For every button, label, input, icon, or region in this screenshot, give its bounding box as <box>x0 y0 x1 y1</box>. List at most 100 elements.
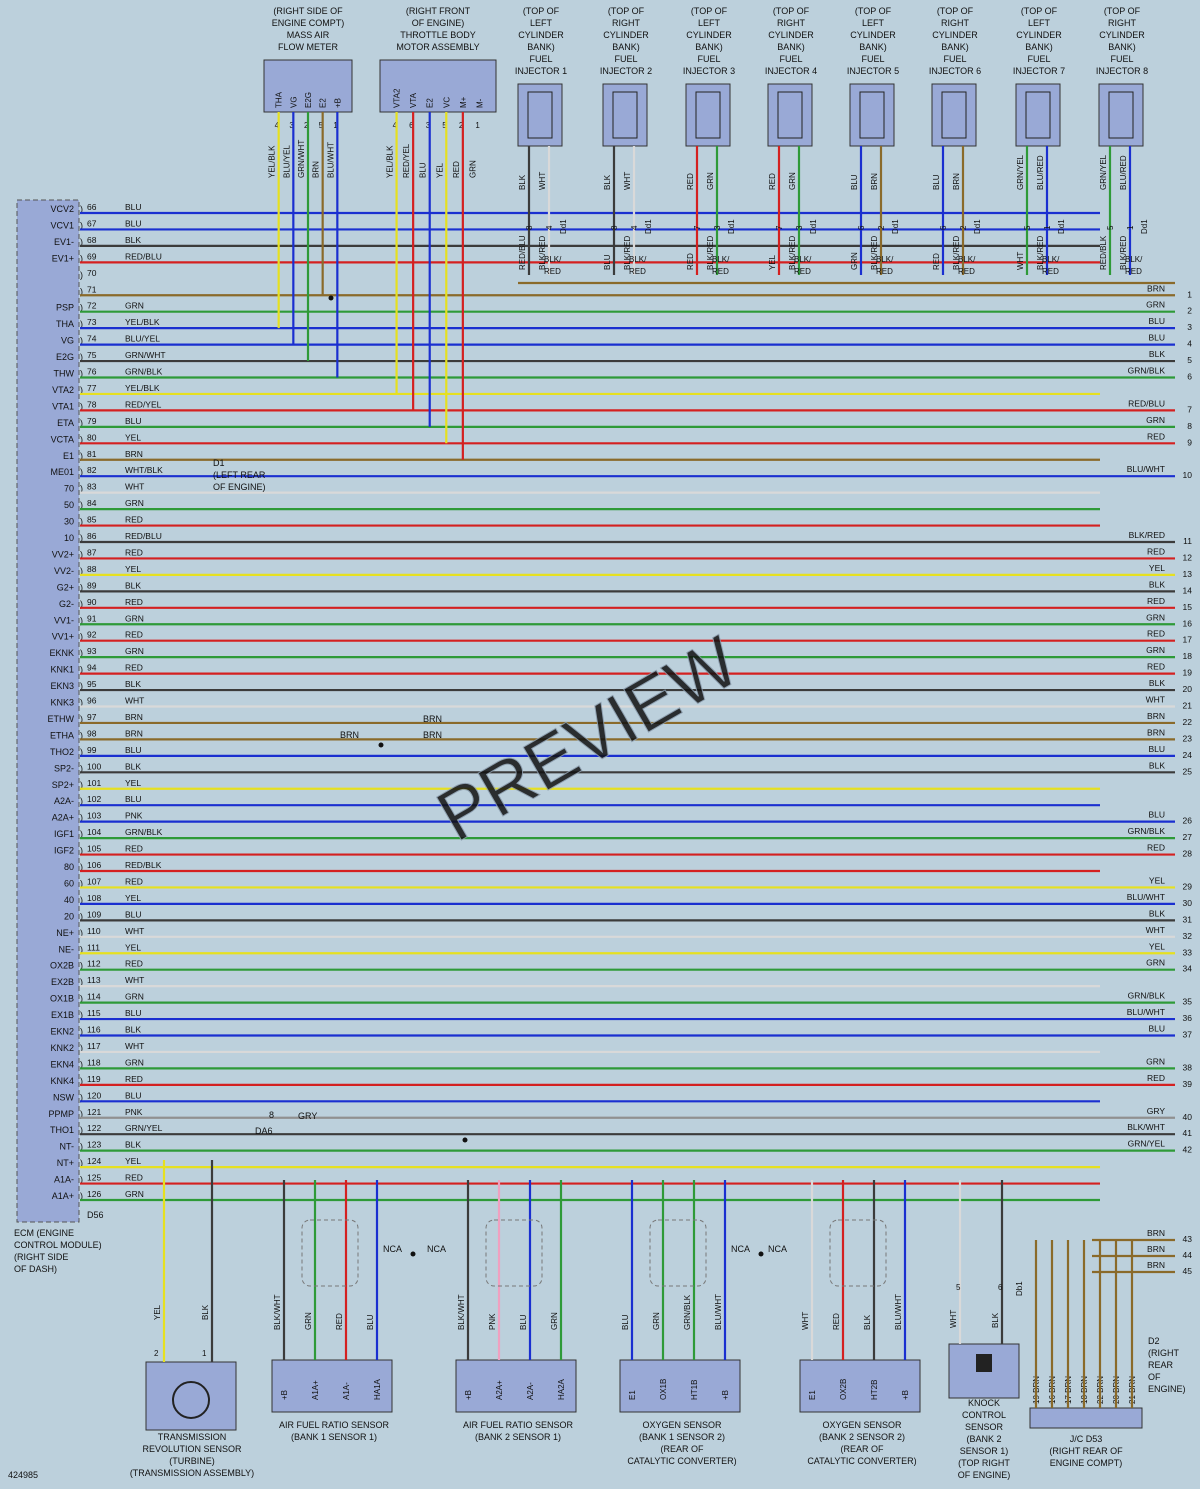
ecm-pin-number: 108 <box>87 893 101 903</box>
component-title: OXYGEN SENSOR <box>642 1420 722 1430</box>
injector-pin-number: 2 <box>877 225 886 230</box>
injector-title: FUEL <box>529 54 552 64</box>
component-title: OXYGEN SENSOR <box>822 1420 902 1430</box>
sensor-wire-label: BLU <box>519 1314 528 1330</box>
ecm-pin-number: 116 <box>87 1025 101 1035</box>
d2-label: REAR <box>1148 1360 1174 1370</box>
sensor-pin-number: 5 <box>956 1283 961 1292</box>
ecm-pin-name: THO2 <box>50 747 74 757</box>
injector-title: BANK) <box>1108 42 1136 52</box>
component-pin-name: M- <box>475 98 484 108</box>
ecm-wire-label: BRN <box>125 728 143 738</box>
ecm-wire-label: YEL <box>125 778 141 788</box>
right-terminal-number: 28 <box>1183 849 1193 859</box>
d1-label: (LEFT REAR <box>213 470 266 480</box>
ecm-pin-name: NSW <box>53 1092 75 1102</box>
sensor-wire-label: BLU/WHT <box>714 1294 723 1330</box>
ecm-wire-label: RED <box>125 1173 143 1183</box>
injector-title: RIGHT <box>777 18 806 28</box>
ecm-pin-number: 77 <box>87 383 97 393</box>
knock-element-icon <box>976 1354 992 1372</box>
ecm-wire-label: BRN <box>125 449 143 459</box>
sensor-pin-name: A2A+ <box>495 1380 504 1400</box>
ecm-pin-bracket: ) <box>80 928 83 938</box>
sensor-pin-name: A1A- <box>342 1382 351 1400</box>
injector-connector-label: Dd1 <box>809 219 818 234</box>
ecm-wire-label: BLK <box>125 1140 141 1150</box>
injector-title: FUEL <box>614 54 637 64</box>
ecm-wire-label: BLU <box>125 202 142 212</box>
injector-pin-number: 1 <box>1126 225 1135 230</box>
ecm-pin-name: NE- <box>59 944 75 954</box>
sensor-wire-label: RED <box>832 1313 841 1330</box>
injector-wire-label: RED <box>932 253 941 270</box>
ecm-wire-label: YEL <box>125 564 141 574</box>
sensor-pin-name: HT1B <box>690 1380 699 1400</box>
component-title: ENGINE COMPT) <box>1050 1458 1123 1468</box>
ecm-pin-name: NE+ <box>56 928 74 938</box>
ecm-pin-number: 122 <box>87 1123 101 1133</box>
ecm-wire-label: WHT/BLK <box>125 465 163 475</box>
right-wire-label: BLK <box>1149 678 1165 688</box>
injector-pin-number: 1 <box>1043 225 1052 230</box>
ecm-pin-bracket: ) <box>80 220 83 230</box>
ecm-pin-number: 114 <box>87 992 101 1002</box>
sensor-pin-name: OX2B <box>839 1379 848 1400</box>
component-pin-name: E2 <box>426 98 435 108</box>
injector-title: INJECTOR 7 <box>1013 66 1065 76</box>
component-wire-label: BLU/WHT <box>326 142 335 178</box>
ecm-wire-label: RED/BLK <box>125 860 162 870</box>
ecm-pin-bracket: ) <box>80 451 83 461</box>
right-wire-label: GRN <box>1146 958 1165 968</box>
ecm-pin-bracket: ) <box>80 303 83 313</box>
injector-coil-icon <box>777 91 803 139</box>
ecm-pin-name: ETHW <box>48 714 75 724</box>
right-terminal-number: 22 <box>1183 717 1193 727</box>
ecm-box <box>16 199 80 1223</box>
ecm-pin-bracket: ) <box>80 352 83 362</box>
ecm-pin-bracket: ) <box>80 1059 83 1069</box>
ecm-connector-label: D56 <box>87 1210 104 1220</box>
ecm-pin-number: 90 <box>87 597 97 607</box>
injector-title: CYLINDER <box>850 30 896 40</box>
component-pin-name: VC <box>442 97 451 108</box>
ecm-pin-bracket: ) <box>80 500 83 510</box>
component-pin-number: 6 <box>409 121 414 130</box>
sensor-wire-label: GRN <box>652 1312 661 1330</box>
sensor-pin-name: HA1A <box>373 1378 382 1400</box>
right-terminal-number: 24 <box>1183 750 1193 760</box>
ecm-pin-name: 40 <box>64 895 74 905</box>
ecm-pin-number: 70 <box>87 268 97 278</box>
component-pin-number: 4 <box>393 121 398 130</box>
injector-wire-label: WHT <box>623 172 632 190</box>
ecm-pin-name: THO1 <box>50 1125 74 1135</box>
injector-title: (TOP OF <box>1104 6 1141 16</box>
injector-title: FUEL <box>779 54 802 64</box>
d2-label: (RIGHT <box>1148 1348 1179 1358</box>
d2-label: D2 <box>1148 1336 1160 1346</box>
ecm-pin-bracket: ) <box>80 319 83 329</box>
injector-title: INJECTOR 8 <box>1096 66 1148 76</box>
right-wire-label: BRN <box>1147 1228 1165 1238</box>
injector-title: CYLINDER <box>518 30 564 40</box>
sensor-pin-number: 6 <box>998 1283 1003 1292</box>
ecm-wire-label: YEL <box>125 893 141 903</box>
ecm-wire-label: YEL <box>125 432 141 442</box>
sensor-pin-name: OX1B <box>659 1379 668 1400</box>
injector-wire-label: BRN <box>870 173 879 190</box>
ecm-wire-label: RED <box>125 876 143 886</box>
ecm-pin-number: 84 <box>87 498 97 508</box>
ecm-pin-bracket: ) <box>80 270 83 280</box>
ecm-wire-label: RED <box>125 597 143 607</box>
sensor-wire-label: WHT <box>801 1312 810 1330</box>
component-title: AIR FUEL RATIO SENSOR <box>279 1420 390 1430</box>
sensor-pin-name: +B <box>464 1390 473 1400</box>
injector-wire-label: BLK <box>603 174 612 190</box>
ecm-pin-name: G2- <box>59 599 74 609</box>
sensor-pin-name: E1 <box>808 1390 817 1400</box>
component-title: CONTROL <box>962 1410 1006 1420</box>
ecm-pin-bracket: ) <box>80 681 83 691</box>
injector-title: BANK) <box>695 42 723 52</box>
sensor-wire-label: GRN/BLK <box>683 1294 692 1330</box>
ecm-pin-name: EKN4 <box>50 1059 74 1069</box>
